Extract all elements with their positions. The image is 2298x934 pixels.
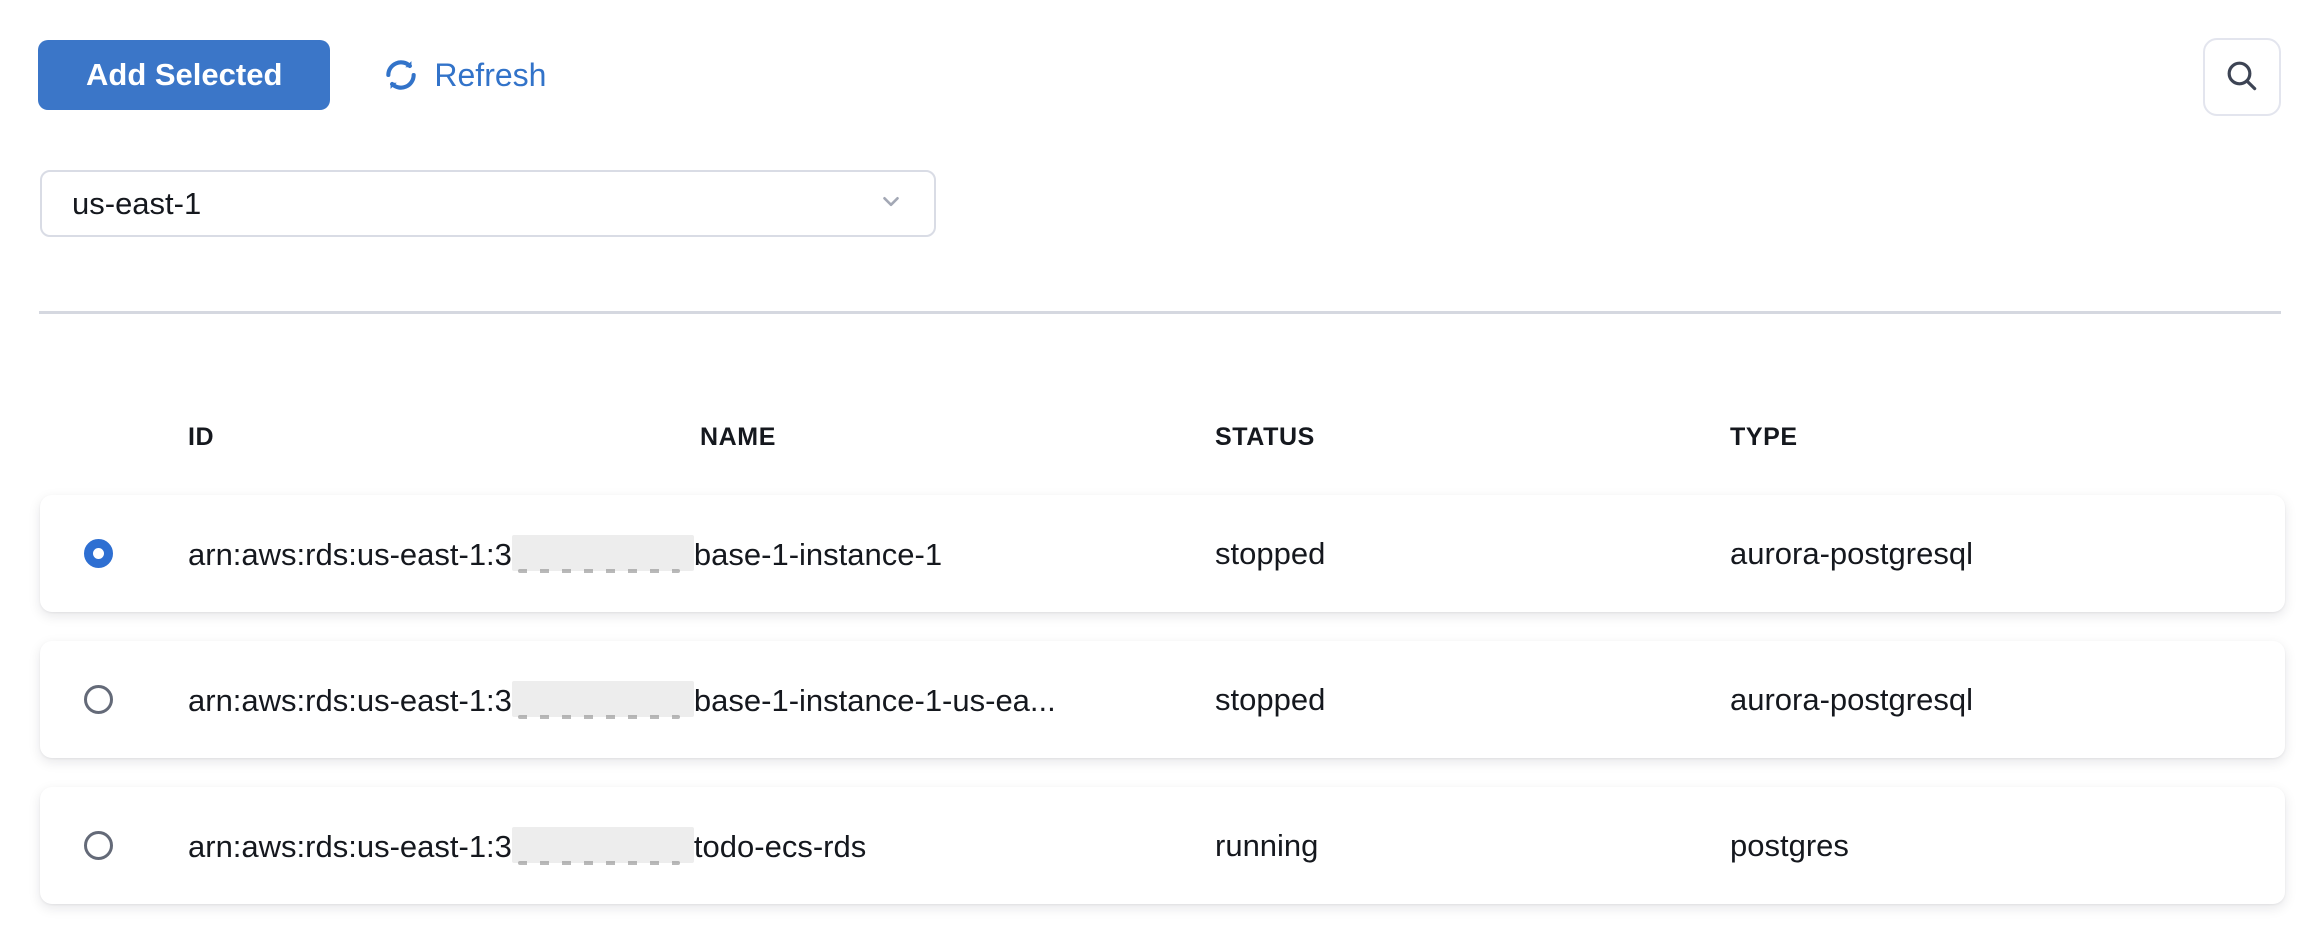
table-row[interactable]: arn:aws:rds:us-east-1:3 base-1-instance-1… — [40, 641, 2285, 758]
radio-button-selected[interactable] — [84, 539, 113, 568]
chevron-down-icon — [878, 186, 904, 222]
id-suffix: base-1-instance-1-us-ea... — [693, 682, 1056, 718]
id-suffix: base-1-instance-1 — [693, 536, 943, 572]
row-status: running — [1215, 827, 1319, 863]
refresh-button[interactable]: Refresh — [382, 56, 546, 94]
table-row[interactable]: arn:aws:rds:us-east-1:3 base-1-instance-1… — [40, 495, 2285, 612]
column-header-type: TYPE — [1730, 423, 1798, 451]
row-status: stopped — [1215, 681, 1326, 717]
row-status: stopped — [1215, 535, 1326, 571]
row-type: postgres — [1730, 827, 1849, 863]
header-spacer — [40, 423, 188, 452]
radio-cell — [40, 831, 188, 860]
id-prefix: arn:aws:rds:us-east-1:3 — [188, 828, 512, 864]
redacted-account-id — [511, 826, 694, 865]
column-header-status: STATUS — [1215, 423, 1315, 451]
magnifier-icon — [2222, 56, 2262, 99]
toolbar: Add Selected Refresh — [38, 40, 546, 110]
radio-cell — [40, 685, 188, 714]
table-row[interactable]: arn:aws:rds:us-east-1:3 todo-ecs-rds runni… — [40, 787, 2285, 904]
row-id: arn:aws:rds:us-east-1:3 todo-ecs-rds — [188, 826, 1215, 865]
region-dropdown[interactable]: us-east-1 — [40, 170, 936, 237]
search-button[interactable] — [2203, 38, 2281, 116]
column-header-name: NAME — [700, 423, 777, 451]
row-type: aurora-postgresql — [1730, 535, 1973, 571]
redacted-account-id — [511, 534, 694, 573]
radio-button[interactable] — [84, 685, 113, 714]
id-prefix: arn:aws:rds:us-east-1:3 — [188, 682, 512, 718]
refresh-label: Refresh — [434, 56, 547, 93]
redacted-account-id — [511, 680, 694, 719]
refresh-arrows-icon — [382, 56, 420, 94]
add-selected-button[interactable]: Add Selected — [38, 40, 331, 110]
row-type: aurora-postgresql — [1730, 681, 1973, 717]
region-dropdown-value: us-east-1 — [72, 185, 202, 221]
row-id: arn:aws:rds:us-east-1:3 base-1-instance-1 — [188, 534, 1215, 573]
column-header-id: ID — [188, 423, 215, 451]
divider — [39, 311, 2281, 314]
row-id: arn:aws:rds:us-east-1:3 base-1-instance-1… — [188, 680, 1215, 719]
id-suffix: todo-ecs-rds — [693, 828, 867, 864]
radio-button[interactable] — [84, 831, 113, 860]
rows: arn:aws:rds:us-east-1:3 base-1-instance-1… — [40, 495, 2285, 904]
table-header: ID NAME STATUS TYPE — [40, 423, 2285, 452]
id-prefix: arn:aws:rds:us-east-1:3 — [188, 536, 512, 572]
radio-cell — [40, 539, 188, 568]
